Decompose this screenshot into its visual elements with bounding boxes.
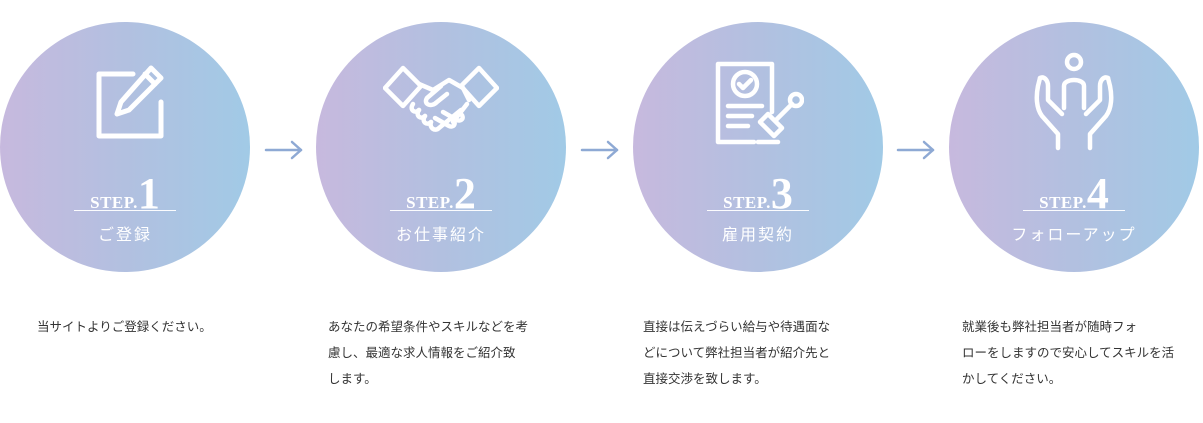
pen-square-icon (96, 65, 164, 139)
arrow-right-icon (264, 140, 303, 160)
arrow-right-icon (896, 140, 935, 160)
step-divider (707, 210, 809, 211)
step-4: STEP.4 フォローアップ 就業後も弊社担当者が随時フォ ローをしますので安心… (949, 0, 1203, 423)
step-2-circle: STEP.2 お仕事紹介 (316, 22, 566, 272)
step-number: 2 (453, 169, 476, 218)
description-line: 直接は伝えづらい給与や待遇面な (643, 319, 831, 334)
description-line: します。 (328, 371, 377, 386)
step-4-label: STEP.4 (949, 172, 1199, 216)
step-title: お仕事紹介 (395, 225, 486, 244)
step-title: 雇用契約 (721, 225, 794, 244)
step-3-circle: STEP.3 雇用契約 (633, 22, 883, 272)
step-word: STEP. (406, 193, 454, 212)
step-1-description: 当サイトよりご登録ください。 (37, 314, 272, 340)
step-3-label: STEP.3 (633, 172, 883, 216)
description-line: ローをしますので安心してスキルを活 (962, 345, 1175, 360)
hands-support-icon (1034, 52, 1114, 151)
step-4-description: 就業後も弊社担当者が随時フォ ローをしますので安心してスキルを活 かしてください… (962, 314, 1197, 392)
step-number: 1 (137, 169, 160, 218)
description-line: 就業後も弊社担当者が随時フォ (962, 319, 1138, 334)
description-line: 当サイトよりご登録ください。 (37, 319, 212, 334)
step-divider (74, 210, 176, 211)
description-line: どについて弊社担当者が紹介先と (643, 345, 831, 360)
handshake-icon (383, 65, 499, 132)
step-divider (390, 210, 492, 211)
step-1-label: STEP.1 (0, 172, 250, 216)
description-line: 直接交渉を致します。 (643, 371, 767, 386)
step-word: STEP. (90, 193, 138, 212)
step-1: STEP.1 ご登録 当サイトよりご登録ください。 (0, 0, 290, 423)
step-title: フォローアップ (1011, 225, 1137, 244)
arrow-right-icon (580, 140, 619, 160)
description-line: あなたの希望条件やスキルなどを考 (328, 319, 529, 334)
step-3: STEP.3 雇用契約 直接は伝えづらい給与や待遇面な どについて弊社担当者が紹… (633, 0, 923, 423)
contract-stamp-icon (715, 61, 804, 145)
description-line: 慮し、最適な求人情報をご紹介致 (328, 345, 516, 360)
step-divider (1023, 210, 1125, 211)
step-number: 3 (770, 169, 793, 218)
step-2-description: あなたの希望条件やスキルなどを考 慮し、最適な求人情報をご紹介致 します。 (328, 314, 563, 392)
step-2: STEP.2 お仕事紹介 あなたの希望条件やスキルなどを考 慮し、最適な求人情報… (316, 0, 606, 423)
step-2-label: STEP.2 (316, 172, 566, 216)
step-number: 4 (1086, 169, 1109, 218)
step-word: STEP. (723, 193, 771, 212)
step-4-circle: STEP.4 フォローアップ (949, 22, 1199, 272)
description-line: かしてください。 (962, 371, 1062, 386)
step-title: ご登録 (97, 225, 152, 244)
step-1-circle: STEP.1 ご登録 (0, 22, 250, 272)
step-word: STEP. (1039, 193, 1087, 212)
step-3-description: 直接は伝えづらい給与や待遇面な どについて弊社担当者が紹介先と 直接交渉を致しま… (643, 314, 878, 392)
